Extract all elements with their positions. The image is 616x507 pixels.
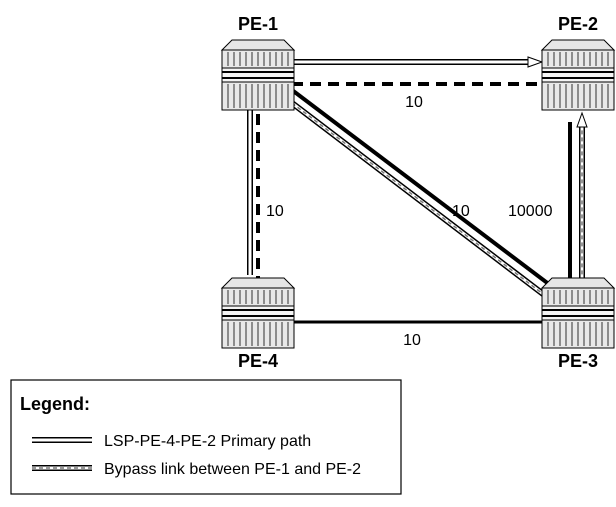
node-label-pe2: PE-2 bbox=[558, 14, 598, 34]
metric-pe1-pe3: 10 bbox=[452, 203, 470, 220]
link-pe1-pe3 bbox=[290, 88, 552, 287]
metric-pe4-pe3: 10 bbox=[403, 332, 421, 349]
router-pe4: PE-4 bbox=[221, 277, 295, 371]
legend-item-bypass: Bypass link between PE-1 and PE-2 bbox=[104, 461, 361, 478]
metric-pe1-pe4: 10 bbox=[266, 203, 284, 220]
node-label-pe4: PE-4 bbox=[238, 351, 278, 371]
bypass-arrowhead bbox=[576, 111, 588, 128]
legend-item-primary: LSP-PE-4-PE-2 Primary path bbox=[104, 433, 311, 450]
router-pe1: PE-1 bbox=[221, 14, 295, 111]
metric-pe2-pe3: 10000 bbox=[508, 203, 553, 220]
node-label-pe1: PE-1 bbox=[238, 14, 278, 34]
router-pe3: PE-3 bbox=[541, 277, 615, 371]
router-pe2: PE-2 bbox=[541, 14, 615, 111]
metric-pe1-pe2: 10 bbox=[405, 94, 423, 111]
legend: Legend: LSP-PE-4-PE-2 Primary path Bypas… bbox=[10, 379, 402, 495]
primary-arrowhead bbox=[527, 56, 544, 68]
legend-title: Legend: bbox=[20, 394, 90, 414]
node-label-pe3: PE-3 bbox=[558, 351, 598, 371]
